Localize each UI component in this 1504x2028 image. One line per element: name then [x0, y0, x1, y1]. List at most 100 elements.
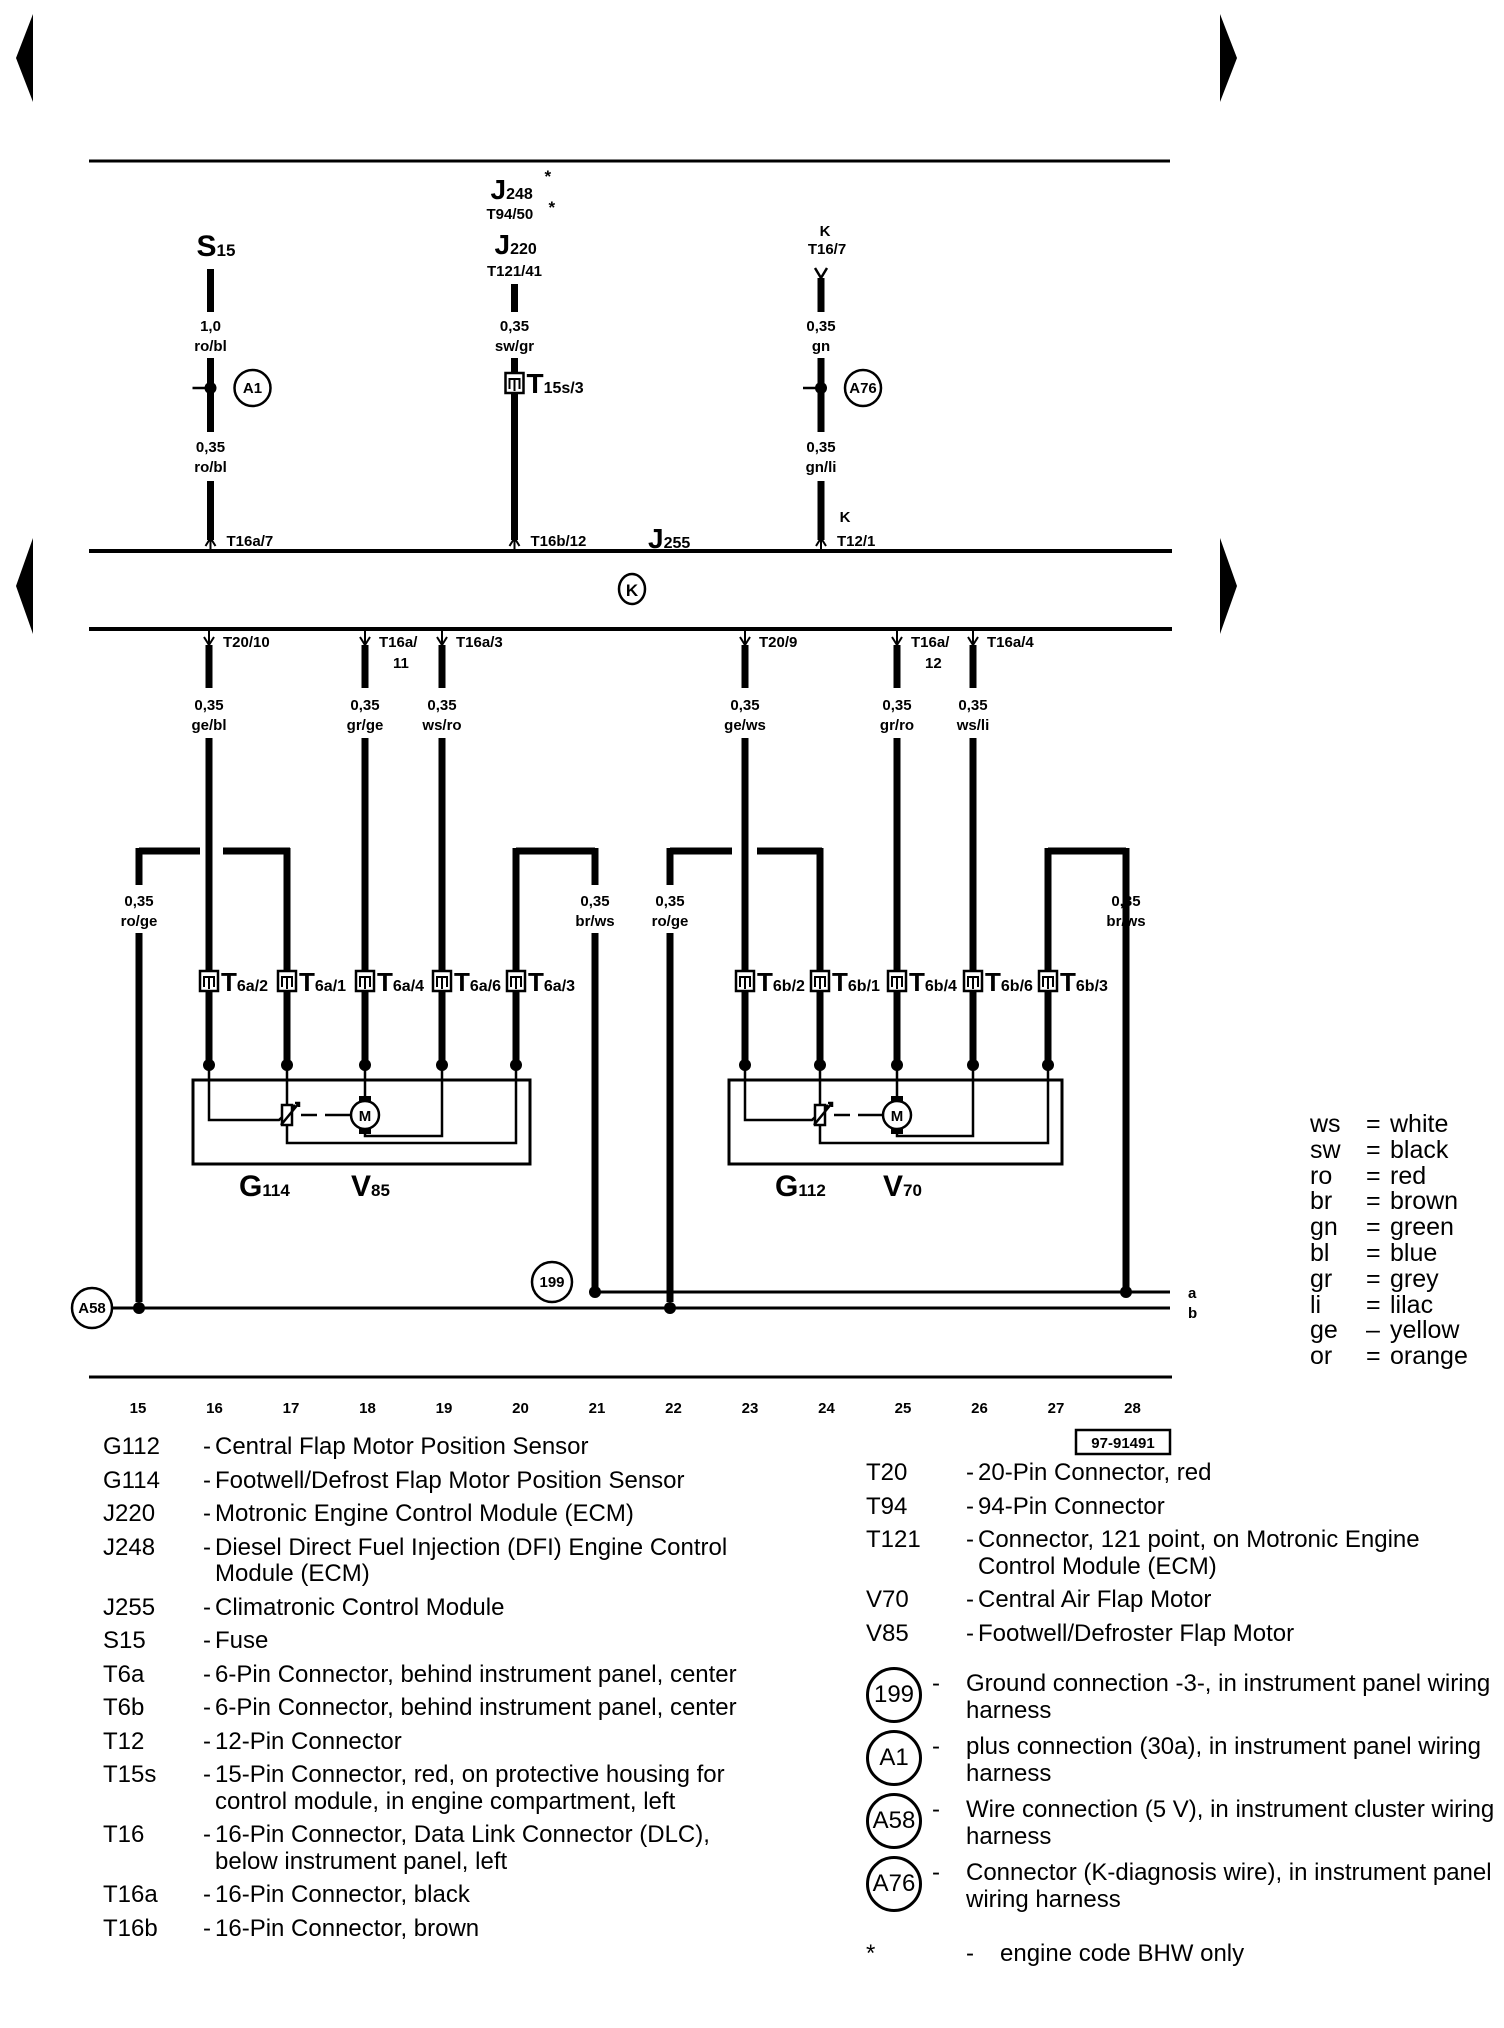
j248-asterisk-2: *	[549, 198, 556, 217]
legend-desc: 6-Pin Connector, behind instrument panel…	[215, 1694, 737, 1721]
legend-desc: Footwell/Defrost Flap Motor Position Sen…	[215, 1466, 685, 1494]
legend-dash: -	[203, 1761, 211, 1788]
feed-wire-size: 0,35	[580, 893, 609, 910]
output-wire-color: ws/ro	[421, 717, 461, 734]
output-pin-label: T16a/3	[456, 634, 503, 651]
j220-pin-label: T121/41	[487, 263, 542, 280]
connector-label: T6b/6	[985, 967, 1033, 997]
potentiometer-arrow-icon	[280, 1101, 301, 1126]
footnote-desc: engine code BHW only	[1000, 1940, 1245, 1967]
output-wire-color: gr/ro	[880, 717, 914, 734]
legend-code: T20	[866, 1459, 908, 1486]
feed-wire-size: 0,35	[655, 893, 684, 910]
legend-dash: -	[203, 1466, 211, 1494]
color-abbr: gn	[1310, 1213, 1338, 1242]
color-sep: =	[1366, 1213, 1381, 1242]
column-number: 21	[589, 1400, 606, 1417]
legend-desc: 16-Pin Connector, brown	[215, 1914, 480, 1942]
potentiometer-arrow-icon	[813, 1101, 834, 1126]
output-pin-arrow	[739, 631, 751, 647]
legend-row: T20-20-Pin Connector, red	[866, 1459, 1496, 1487]
connector-icon-glyph	[967, 976, 979, 989]
color-sep: =	[1366, 1135, 1381, 1164]
connector-icon-glyph	[739, 976, 751, 989]
column-number: 20	[512, 1400, 529, 1417]
color-sep: =	[1366, 1264, 1381, 1293]
next-page-arrow-mid[interactable]	[1220, 538, 1237, 634]
color-name: yellow	[1390, 1316, 1460, 1345]
color-code-row: bl=blue	[1310, 1238, 1468, 1267]
color-sep: =	[1366, 1342, 1381, 1371]
color-abbr: or	[1310, 1342, 1333, 1371]
color-code-row: ro=red	[1310, 1163, 1468, 1190]
dlc-k-bottom-label: K	[840, 509, 851, 526]
feed-wire-size: 0,35	[124, 893, 153, 910]
color-name: blue	[1390, 1238, 1438, 1267]
legend-row: T94-94-Pin Connector	[866, 1493, 1496, 1521]
legend-code: J220	[103, 1500, 156, 1527]
sensor-g114-label: G114	[239, 1170, 290, 1203]
color-name: green	[1390, 1213, 1454, 1242]
legend-code: V70	[866, 1586, 909, 1613]
footnote-row: * - engine code BHW only	[866, 1940, 1496, 1968]
motor-v70-label: V70	[883, 1170, 922, 1203]
dlc-k-label: K	[820, 223, 831, 240]
ground-b-dot	[664, 1302, 676, 1314]
motor-brush-bottom	[359, 1129, 371, 1134]
column-number: 27	[1048, 1400, 1065, 1417]
j248-asterisk-1: *	[545, 167, 552, 186]
ground-b-label: b	[1188, 1305, 1197, 1322]
legend-code: G112	[103, 1433, 160, 1460]
legend-desc: 6-Pin Connector, behind instrument panel…	[215, 1660, 737, 1688]
ground-k-symbol	[617, 572, 647, 606]
output-pin-arrow	[203, 631, 215, 647]
column-number: 17	[283, 1400, 300, 1417]
fuse-s15-label: S15	[197, 230, 236, 263]
legend-code: S15	[103, 1627, 146, 1654]
legend-row: T6b-6-Pin Connector, behind instrument p…	[103, 1694, 743, 1722]
a76-point-label: A76	[849, 380, 877, 397]
motor-v85-label: V85	[351, 1170, 390, 1203]
legend-desc: Central Air Flap Motor	[978, 1586, 1212, 1613]
ground-b-dot	[133, 1302, 145, 1314]
legend-row: T16b-16-Pin Connector, brown	[103, 1914, 743, 1943]
legend-row: G112-Central Flap Motor Position Sensor	[103, 1433, 743, 1461]
legend-code: T16b	[103, 1914, 158, 1942]
legend-point-circle: A58	[866, 1793, 922, 1849]
legend-row: V70-Central Air Flap Motor	[866, 1586, 1496, 1614]
ecm-j248-label: J248	[491, 174, 533, 205]
legend-dash: -	[203, 1881, 211, 1908]
color-sep: –	[1366, 1316, 1380, 1345]
legend-desc: 16-Pin Connector, Data Link Connector (D…	[215, 1821, 710, 1875]
prev-page-arrow-top[interactable]	[16, 14, 33, 102]
legend-desc: Footwell/Defroster Flap Motor	[978, 1619, 1295, 1647]
connector-label: T6b/4	[909, 967, 957, 997]
legend-desc: 12-Pin Connector	[215, 1727, 402, 1755]
color-name: lilac	[1390, 1290, 1434, 1319]
prev-page-arrow-mid[interactable]	[16, 538, 33, 634]
t15s-connector-label: T15s/3	[527, 368, 584, 399]
j248-pin-label: T94/50	[487, 206, 534, 223]
column-number: 26	[971, 1400, 988, 1417]
next-page-arrow-top[interactable]	[1220, 14, 1237, 102]
column-number: 15	[130, 1400, 147, 1417]
legend-row: T16-16-Pin Connector, Data Link Connecto…	[103, 1821, 743, 1875]
legend-row: V85-Footwell/Defroster Flap Motor	[866, 1619, 1496, 1648]
legend-point-circle: 199	[866, 1667, 922, 1723]
legend-code: T16	[103, 1821, 145, 1848]
feed-wire-color: ro/ge	[652, 913, 689, 930]
legend-dash: -	[203, 1593, 211, 1621]
legend-point-row: A1-plus connection (30a), in instrument …	[866, 1730, 1496, 1787]
color-sep: =	[1366, 1110, 1381, 1138]
fuse-wire2-color: ro/bl	[194, 459, 227, 476]
legend-row: T15s-15-Pin Connector, red, on protectiv…	[103, 1761, 743, 1815]
ecm-pin-label: T16b/12	[531, 533, 587, 550]
legend-code: T15s	[103, 1761, 157, 1788]
output-pin-label: T16a/	[911, 634, 950, 651]
t15s-connector-icon-glyph	[508, 378, 521, 391]
color-abbr: bl	[1310, 1238, 1330, 1267]
color-code-row: gr=grey	[1310, 1264, 1468, 1293]
legend-point-circle: A1	[866, 1730, 922, 1786]
dlc-wire2-color: gn/li	[806, 459, 837, 476]
legend-desc: Fuse	[215, 1627, 269, 1654]
